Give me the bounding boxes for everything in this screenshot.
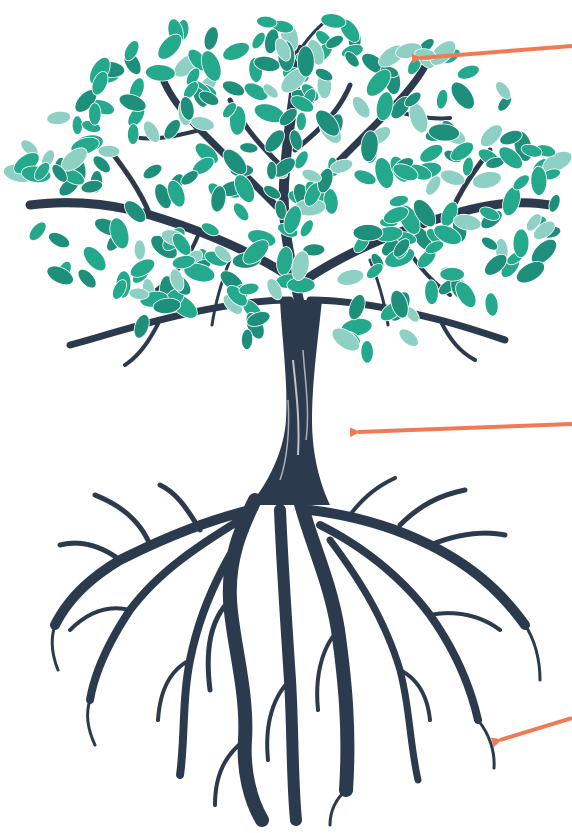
leaf	[220, 78, 247, 99]
leaf	[239, 142, 258, 154]
leaf	[46, 110, 71, 126]
leaf	[296, 112, 307, 131]
leaf	[353, 225, 383, 241]
leaf	[297, 46, 315, 77]
roots-pointer-arrow	[500, 718, 572, 740]
leaf	[396, 326, 422, 350]
roots-icon	[52, 478, 540, 825]
leaf	[547, 193, 562, 214]
leaf	[202, 25, 221, 51]
leaf	[26, 219, 49, 244]
leaf	[134, 240, 146, 261]
leaf	[98, 145, 120, 157]
leaf	[346, 292, 369, 322]
leaf	[140, 118, 163, 145]
leaf	[220, 39, 252, 64]
leaf	[455, 63, 481, 82]
leaf	[230, 200, 252, 223]
leaf	[352, 167, 378, 188]
leaf	[141, 161, 165, 181]
leaf	[89, 103, 101, 125]
leaf	[256, 15, 278, 29]
leaf	[145, 64, 176, 82]
leaf	[267, 161, 277, 179]
leaf	[484, 292, 500, 317]
trunk-pointer-arrow	[358, 424, 572, 432]
leaf	[446, 78, 479, 113]
leaf	[361, 340, 374, 363]
leaf	[335, 267, 365, 288]
leaf	[241, 329, 253, 350]
leaf	[513, 229, 529, 258]
leaf	[435, 88, 449, 109]
leaf	[72, 116, 83, 135]
leaf	[127, 124, 139, 145]
leaf	[46, 229, 72, 251]
leaf	[349, 93, 374, 121]
leaf	[531, 166, 548, 195]
leaf	[440, 267, 465, 281]
